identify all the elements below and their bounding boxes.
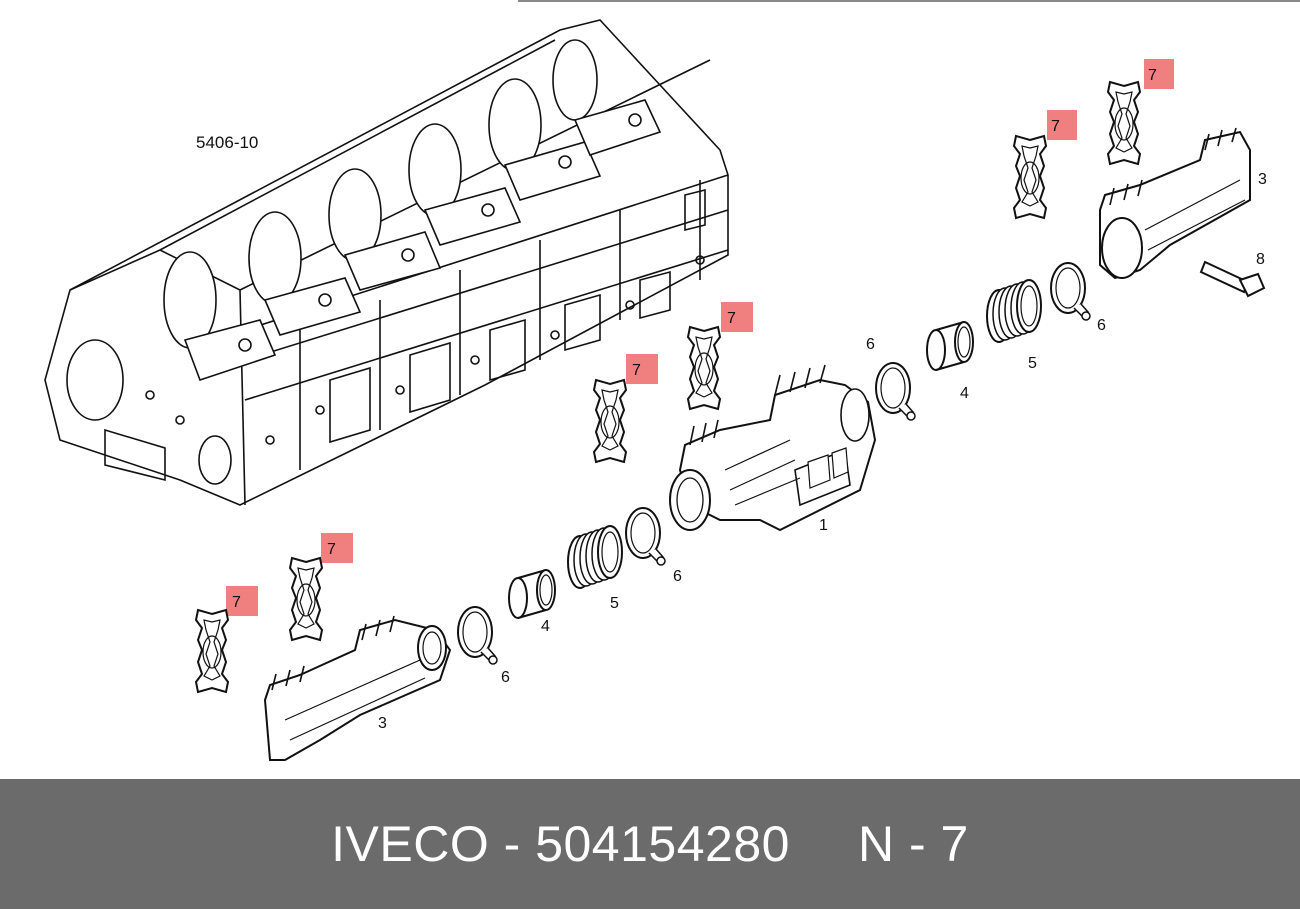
callout-part-7-b: 7 — [1051, 118, 1060, 135]
footer-separator: - — [489, 816, 536, 872]
footer-brand: IVECO — [331, 816, 490, 872]
reference-label: 5406-10 — [196, 133, 258, 152]
callout-part-8: 8 — [1256, 251, 1265, 268]
callout-part-6-c: 6 — [673, 568, 682, 585]
callout-labels: 1 3 3 4 4 5 5 6 6 6 6 7 7 7 7 7 7 8 — [232, 67, 1267, 732]
callout-part-6-a: 6 — [1097, 317, 1106, 334]
callout-part-7-e: 7 — [327, 541, 336, 558]
callout-part-7-f: 7 — [232, 594, 241, 611]
connector-parts — [457, 260, 1266, 665]
manifold-left-part — [263, 615, 452, 761]
footer-position-label: N - 7 — [857, 816, 969, 872]
callout-part-3-left: 3 — [378, 715, 387, 732]
callout-part-6-d: 6 — [501, 669, 510, 686]
diagram-canvas: 5406-10 — [44, 0, 1300, 761]
cylinder-head-drawing — [44, 19, 729, 506]
highlight-boxes — [226, 59, 1174, 616]
callout-part-7-c: 7 — [727, 310, 736, 327]
callout-part-5-right: 5 — [1028, 355, 1037, 372]
callout-part-6-b: 6 — [866, 336, 875, 353]
bolt-part — [1199, 260, 1266, 298]
callout-part-4-left: 4 — [541, 618, 550, 635]
callout-part-4-right: 4 — [960, 385, 969, 402]
callout-part-1: 1 — [819, 517, 828, 534]
exploded-parts-diagram: 5406-10 — [44, 0, 1300, 761]
callout-part-7-d: 7 — [632, 362, 641, 379]
callout-part-7-a: 7 — [1148, 67, 1157, 84]
callout-part-3-right: 3 — [1258, 171, 1267, 188]
callout-part-5-left: 5 — [610, 595, 619, 612]
part-info-footer: IVECO - 504154280 N - 7 — [0, 779, 1300, 909]
manifold-center-part — [669, 364, 877, 532]
manifold-right-part — [1099, 127, 1251, 280]
footer-part-number: 504154280 — [535, 816, 790, 872]
